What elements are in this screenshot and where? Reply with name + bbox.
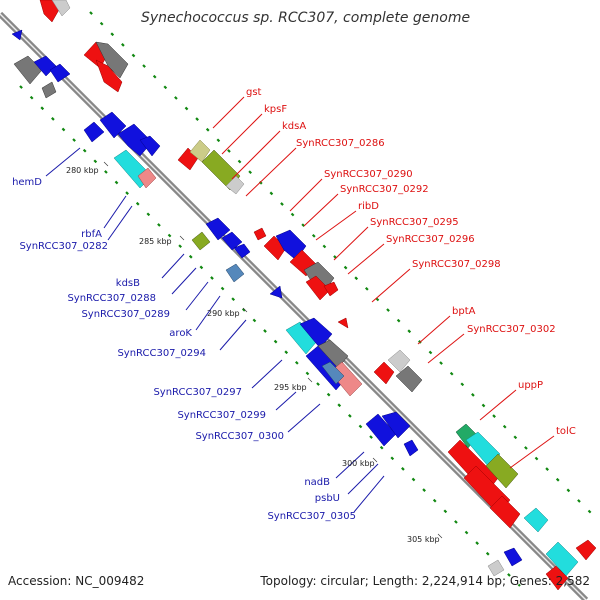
forward-leaders [212,96,555,469]
gene-reverse [221,231,243,251]
forward-genes [39,0,597,591]
gene-label-synrcc307-0286[interactable]: SynRCC307_0286 [296,138,385,149]
gene-forward [95,41,129,79]
kbp-tick-labels: 280 kbp 285 kbp 290 kbp 295 kbp 300 kbp … [66,166,440,544]
kbp-ticks [103,161,443,539]
tick-label: 285 kbp [139,237,172,246]
gene-forward [225,175,245,195]
gene-forward [387,349,411,373]
tick-label: 295 kbp [274,383,307,392]
gene-label-synrcc307-0289[interactable]: SynRCC307_0289 [81,309,170,320]
gene-forward [253,227,267,241]
gene-reverse [269,285,283,299]
gene-forward [323,281,339,297]
gene-reverse [225,263,245,283]
gene-label-kpsf[interactable]: kpsF [264,104,287,115]
gene-reverse [139,135,161,157]
gene-label-synrcc307-0302[interactable]: SynRCC307_0302 [467,324,556,335]
gene-reverse [299,317,333,349]
gene-forward [545,565,569,591]
gene-reverse [117,123,153,157]
gene-label-synrcc307-0290[interactable]: SynRCC307_0290 [324,169,413,180]
map-title: Synechococcus sp. RCC307, complete genom… [141,10,470,26]
gene-label-psbu[interactable]: psbU [315,493,340,504]
gene-label-synrcc307-0297[interactable]: SynRCC307_0297 [153,387,242,398]
accession-text: Accession: NC_009482 [8,574,144,588]
gene-label-gst[interactable]: gst [246,87,262,98]
reverse-leaders [45,147,385,513]
gene-forward [39,0,61,23]
gene-label-synrcc307-0299[interactable]: SynRCC307_0299 [177,410,266,421]
gene-reverse [503,547,523,567]
tick-label: 305 kbp [407,535,440,544]
forward-labels: gst kpsF kdsA SynRCC307_0286 SynRCC307_0… [246,87,576,437]
gene-reverse [11,29,23,41]
gene-label-kdsb[interactable]: kdsB [116,278,140,289]
gene-label-synrcc307-0282[interactable]: SynRCC307_0282 [19,241,108,252]
gene-forward [395,365,423,393]
gene-label-synrcc307-0296[interactable]: SynRCC307_0296 [386,234,475,245]
gene-label-nadb[interactable]: nadB [304,477,330,488]
gene-label-synrcc307-0300[interactable]: SynRCC307_0300 [195,431,284,442]
reverse-genes [11,29,523,577]
tick-label: 290 kbp [207,309,240,318]
gene-label-ribd[interactable]: ribD [358,201,379,212]
gene-forward [373,361,395,385]
gene-reverse [233,243,251,259]
gene-forward [523,507,549,533]
gene-forward [465,431,501,467]
gene-reverse [99,111,127,139]
gene-reverse [41,81,57,99]
reverse-labels: hemD rbfA SynRCC307_0282 kdsB SynRCC307_… [12,177,356,522]
gene-label-arok[interactable]: aroK [169,328,192,339]
gene-label-bpta[interactable]: bptA [452,306,476,317]
gene-forward [575,539,597,561]
gene-reverse [317,339,349,369]
gene-label-uppp[interactable]: uppP [518,380,543,391]
gene-label-kdsa[interactable]: kdsA [282,121,306,132]
gene-label-synrcc307-0294[interactable]: SynRCC307_0294 [117,348,206,359]
gene-label-synrcc307-0295[interactable]: SynRCC307_0295 [370,217,459,228]
gene-label-rbfa[interactable]: rbfA [81,229,102,240]
gene-reverse [191,231,211,251]
gene-label-hemd[interactable]: hemD [12,177,42,188]
gene-reverse [487,559,505,577]
gene-label-synrcc307-0305[interactable]: SynRCC307_0305 [267,511,356,522]
gene-reverse [137,167,157,189]
gene-forward [189,139,211,163]
tick-label: 280 kbp [66,166,99,175]
gene-forward [51,0,71,17]
gene-reverse [403,439,419,457]
gene-forward [489,495,521,529]
gene-label-tolc[interactable]: tolC [556,426,576,437]
gene-label-synrcc307-0298[interactable]: SynRCC307_0298 [412,259,501,270]
gene-reverse [321,361,345,385]
gene-forward [545,541,579,577]
gene-forward [95,59,123,93]
gene-forward [485,453,519,489]
gene-forward [201,149,241,191]
gene-reverse [83,121,105,143]
gene-reverse [381,411,411,439]
genome-summary-text: Topology: circular; Length: 2,224,914 bp… [259,574,590,588]
gene-label-synrcc307-0288[interactable]: SynRCC307_0288 [67,293,156,304]
gene-reverse [205,217,231,241]
gene-label-synrcc307-0292[interactable]: SynRCC307_0292 [340,184,429,195]
tick-label: 300 kbp [342,459,375,468]
gene-reverse [49,63,71,83]
gene-forward [337,317,349,329]
